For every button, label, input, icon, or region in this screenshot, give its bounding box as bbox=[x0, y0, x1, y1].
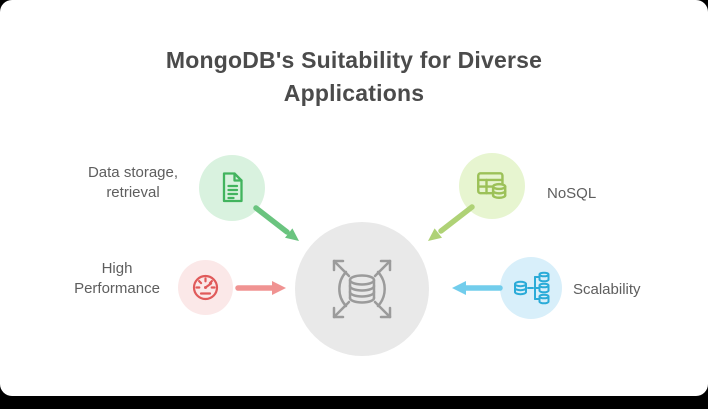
label-scalability: Scalability bbox=[573, 281, 641, 298]
center-node-circle bbox=[295, 222, 429, 356]
speedometer-icon bbox=[192, 274, 219, 301]
center-node bbox=[295, 222, 429, 356]
diagram-title: MongoDB's Suitability for Diverse Applic… bbox=[165, 47, 543, 106]
scalability-node bbox=[500, 257, 562, 319]
speedometer-needle-hub bbox=[204, 286, 207, 289]
arrow-document-to-center bbox=[253, 205, 299, 241]
document-icon bbox=[222, 172, 243, 203]
arrow-performance-head bbox=[272, 281, 286, 295]
arrow-nosql-shaft bbox=[438, 204, 475, 234]
performance-node bbox=[178, 260, 233, 315]
cluster-database-icon bbox=[514, 271, 550, 305]
arrow-nosql-to-center bbox=[428, 204, 475, 241]
table-database-cylinder-top bbox=[491, 182, 507, 191]
arrow-document-head bbox=[285, 228, 299, 241]
label-nosql: NoSQL bbox=[547, 185, 597, 202]
nosql-node bbox=[459, 153, 525, 219]
scaling-database-icon bbox=[332, 259, 392, 319]
arrow-scalability-to-center bbox=[452, 281, 503, 295]
diagram-canvas: MongoDB's Suitability for Diverse Applic… bbox=[0, 0, 708, 396]
arrow-scalability-head bbox=[452, 281, 466, 295]
arrow-document-shaft bbox=[253, 205, 290, 235]
label-data-storage-retrieval: Data storage, retrieval bbox=[87, 164, 179, 201]
arrow-performance-to-center bbox=[235, 281, 286, 295]
table-database-icon bbox=[477, 172, 507, 199]
document-node-circle bbox=[199, 155, 265, 221]
label-high-performance: High Performance bbox=[74, 260, 160, 297]
document-node bbox=[199, 155, 265, 221]
arrow-nosql-head bbox=[428, 228, 442, 241]
